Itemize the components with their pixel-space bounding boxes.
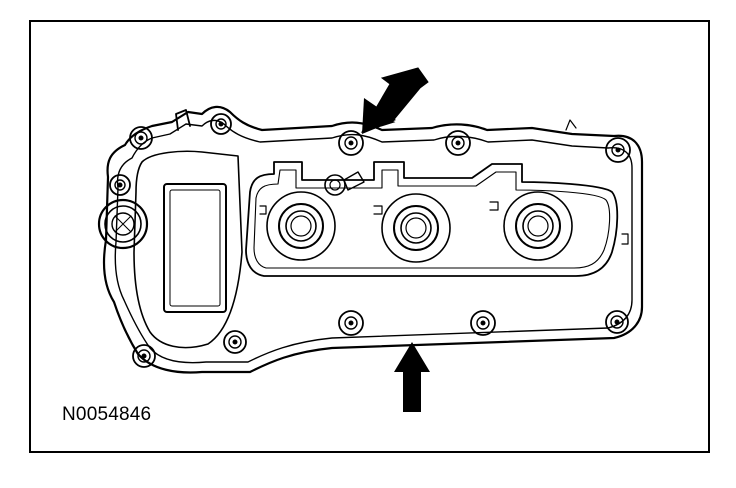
bolt bbox=[223, 330, 247, 354]
rib-3 bbox=[489, 201, 499, 211]
arrow-down-left-head bbox=[362, 98, 396, 134]
rib-1 bbox=[259, 205, 267, 215]
plug-well-3 bbox=[503, 191, 573, 261]
valve-cover-diagram bbox=[97, 67, 644, 412]
left-bulge bbox=[133, 150, 243, 349]
bolt bbox=[445, 130, 471, 156]
breather-tube bbox=[175, 109, 191, 131]
coil-plate-outline bbox=[245, 161, 619, 277]
rib-4 bbox=[621, 233, 629, 245]
bolt bbox=[605, 310, 629, 334]
rib-2 bbox=[373, 205, 383, 215]
cover-inner-outline bbox=[114, 119, 633, 364]
connector bbox=[324, 171, 365, 196]
left-panel bbox=[163, 183, 227, 313]
oil-filler-cap bbox=[97, 198, 149, 250]
plug-well-2 bbox=[381, 193, 451, 263]
bolt bbox=[605, 137, 631, 163]
bolt bbox=[338, 310, 364, 336]
bolt bbox=[210, 113, 232, 135]
bolt bbox=[132, 344, 156, 368]
plug-well-1 bbox=[266, 191, 336, 261]
figure-id-label: N0054846 bbox=[62, 404, 152, 425]
bolt bbox=[129, 126, 153, 150]
illustration-frame: N0054846 bbox=[29, 20, 710, 453]
bolt bbox=[470, 310, 496, 336]
left-panel-inner bbox=[169, 189, 221, 307]
bolt bbox=[338, 130, 364, 156]
arrow-up-icon bbox=[394, 342, 430, 412]
rib-5 bbox=[565, 119, 577, 131]
bolt bbox=[109, 174, 131, 196]
coil-plate-inner bbox=[253, 169, 611, 269]
cover-outline bbox=[102, 105, 644, 374]
